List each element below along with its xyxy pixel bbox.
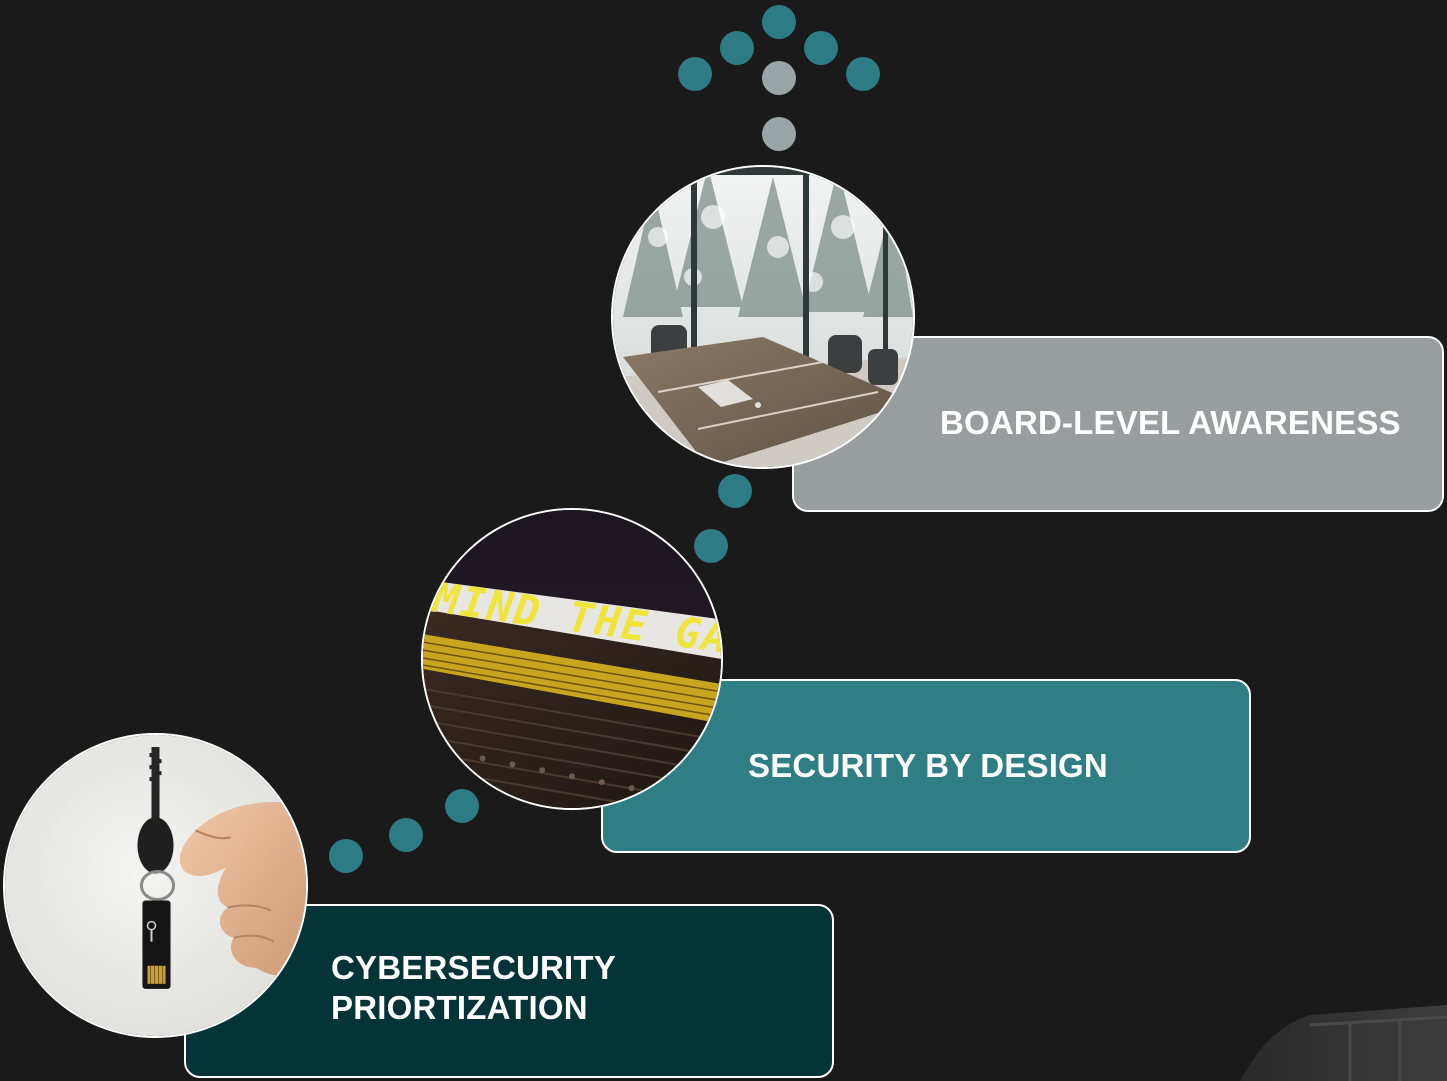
step-label-security-by-design: SECURITY BY DESIGN <box>748 747 1108 784</box>
connector-dot <box>445 789 479 823</box>
connector-dot <box>694 529 728 563</box>
arrow-dot <box>762 61 796 95</box>
step-label-board-level-awareness: BOARD-LEVEL AWARENESS <box>940 404 1401 441</box>
connector-dot <box>329 839 363 873</box>
step-label-cybersecurity-priortization: CYBERSECURITY PRIORTIZATION <box>331 949 616 1026</box>
connector-dot <box>389 818 423 852</box>
connector-dot <box>718 474 752 508</box>
arrow-dot <box>804 31 838 65</box>
arrow-dot <box>678 57 712 91</box>
arrow-dot <box>846 57 880 91</box>
hand-holding-usb-key-photo <box>3 733 308 1038</box>
arrow-dot <box>762 117 796 151</box>
arrow-dot <box>720 31 754 65</box>
corner-photo-fragment <box>1240 1005 1447 1081</box>
snowy-boardroom-photo <box>611 165 915 469</box>
mind-the-gap-platform-photo: MIND THE GAP <box>421 508 723 810</box>
arrow-dot <box>762 5 796 39</box>
